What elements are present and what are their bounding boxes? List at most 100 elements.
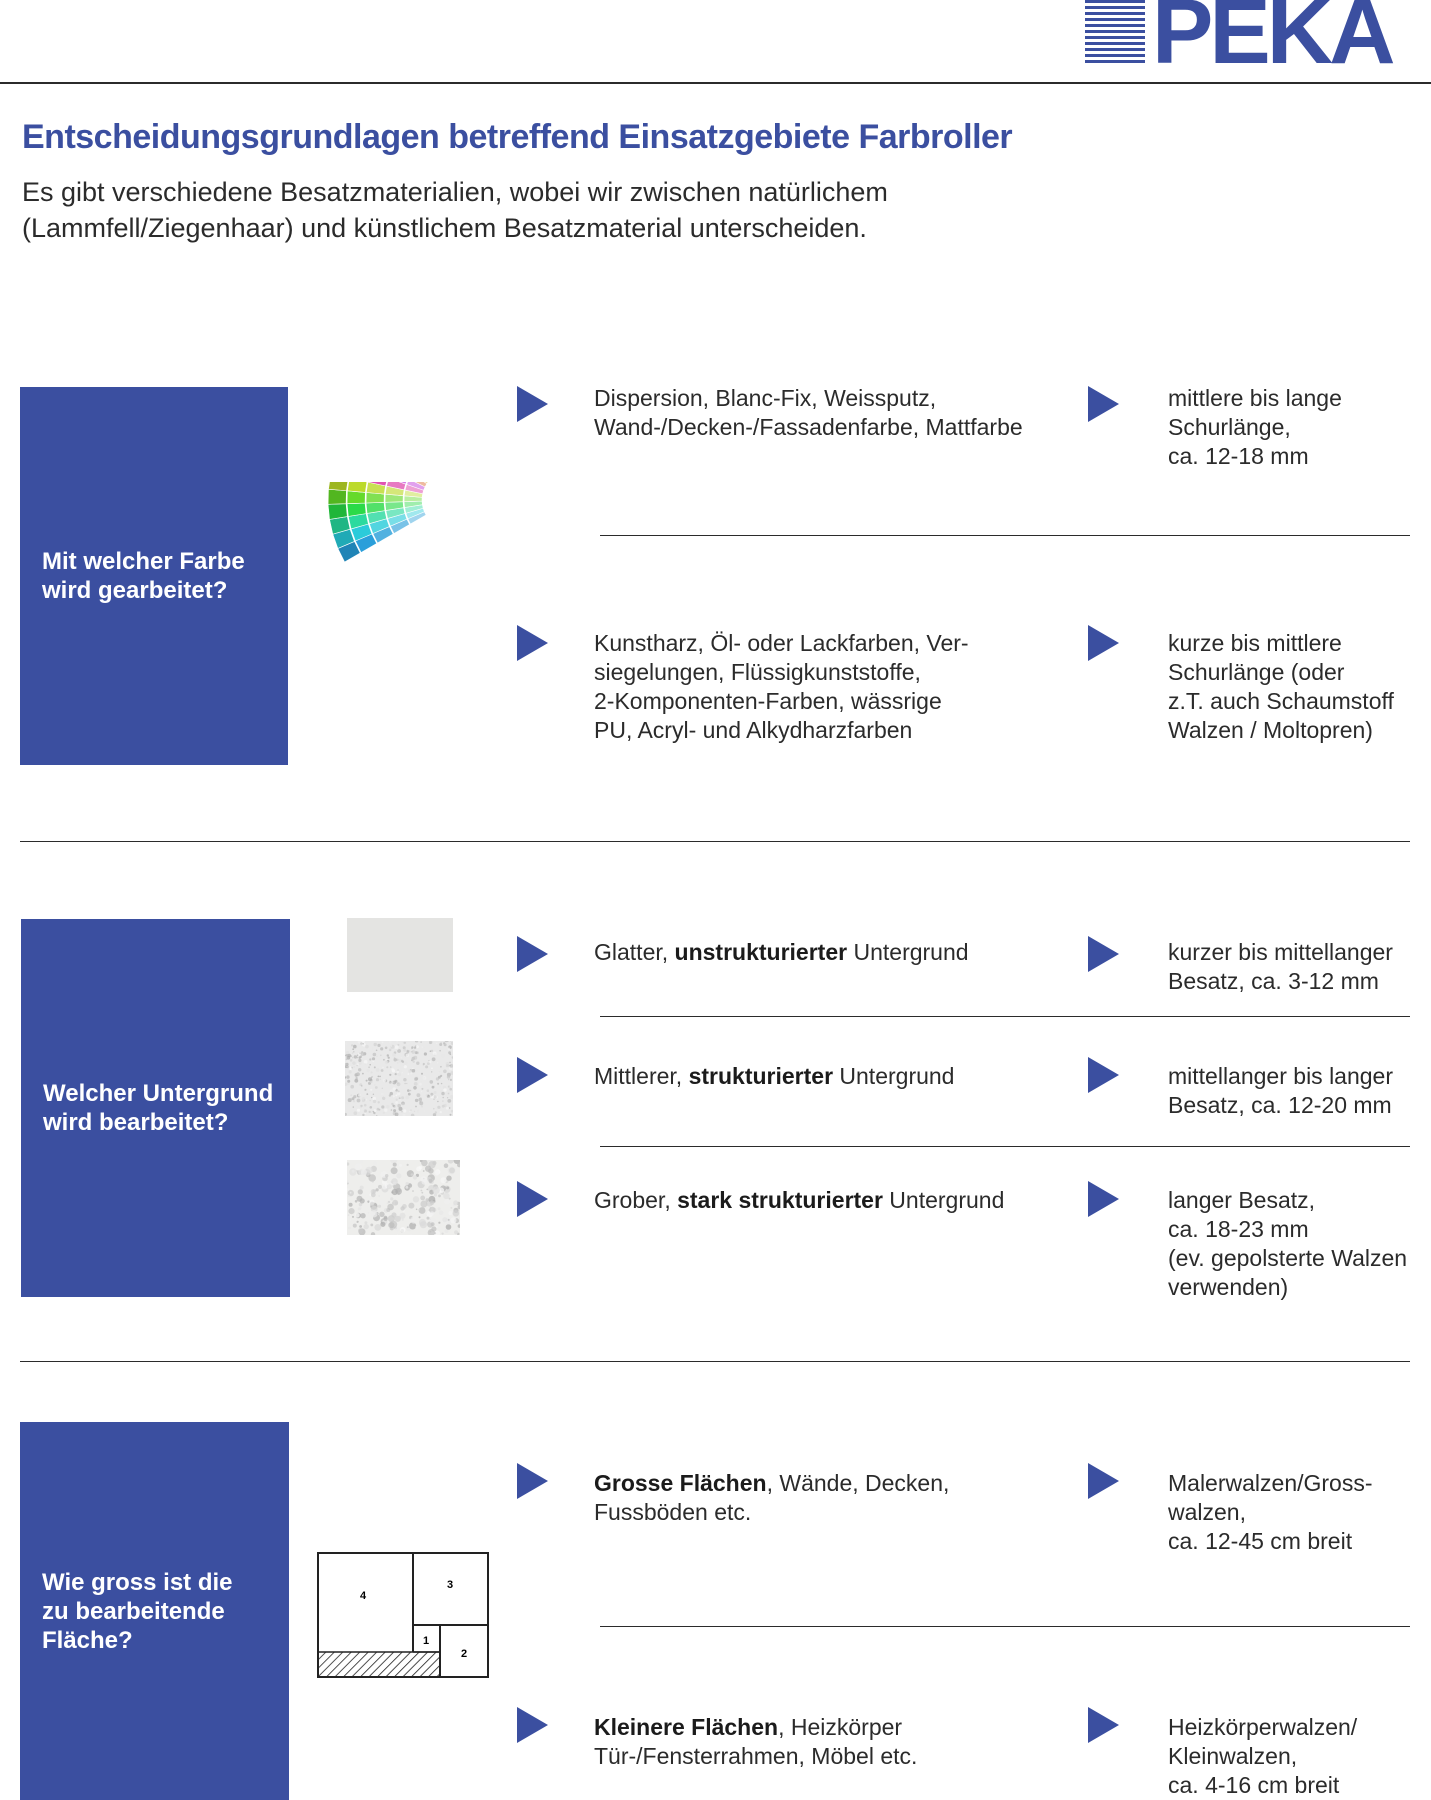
desc-line: Tür-/Fensterrahmen, Möbel etc. [594, 1743, 918, 1769]
arrow-icon [1088, 1463, 1119, 1499]
result-line: ca. 4-16 cm breit [1168, 1772, 1340, 1798]
row-divider [600, 535, 1410, 536]
desc-bold: unstrukturierter [674, 939, 848, 965]
flaeche-row2-result: Heizkörperwalzen/ Kleinwalzen, ca. 4-16 … [1168, 1713, 1357, 1800]
result-line: verwenden) [1168, 1274, 1289, 1300]
desc-text: Glatter, [594, 939, 675, 965]
smooth-surface-sample [347, 918, 453, 992]
row-divider [600, 1016, 1410, 1017]
arrow-icon [517, 1707, 548, 1743]
desc-line: Dispersion, Blanc-Fix, Weissputz, [594, 385, 937, 411]
farbe-row1-desc: Dispersion, Blanc-Fix, Weissputz, Wand-/… [594, 384, 1023, 442]
diagram-label: 4 [360, 1590, 367, 1602]
result-line: Heizkörperwalzen/ [1168, 1714, 1358, 1740]
question-line: Mit welcher Farbe [42, 548, 245, 575]
result-line: ca. 12-45 cm breit [1168, 1528, 1353, 1554]
arrow-icon [517, 625, 548, 661]
area-size-diagram: 4 3 1 2 [317, 1552, 489, 1678]
arrow-icon [1088, 936, 1119, 972]
result-line: kurzer bis mittellanger [1168, 939, 1393, 965]
result-line: Malerwalzen/Gross- [1168, 1470, 1373, 1496]
color-fan-image [327, 482, 429, 563]
coarse-texture-sample [347, 1160, 460, 1235]
result-line: mittellanger bis langer [1168, 1063, 1394, 1089]
result-line: ca. 12-18 mm [1168, 443, 1309, 469]
result-line: Schurlänge (oder [1168, 659, 1345, 685]
untergrund-row1-desc: Glatter, unstrukturierter Untergrund [594, 938, 969, 967]
header-rule [0, 82, 1431, 84]
section-divider [20, 1361, 1410, 1362]
flaeche-row2-desc: Kleinere Flächen, Heizkörper Tür-/Fenste… [594, 1713, 917, 1771]
farbe-row1-result: mittlere bis lange Schurlänge, ca. 12-18… [1168, 384, 1342, 471]
question-line: Fläche? [42, 1626, 133, 1654]
question-line: wird gearbeitet? [42, 577, 228, 604]
diagram-label: 1 [423, 1635, 429, 1647]
result-line: ca. 18-23 mm [1168, 1216, 1309, 1242]
result-line: mittlere bis lange [1168, 385, 1342, 411]
result-line: (ev. gepolsterte Walzen [1168, 1245, 1408, 1271]
untergrund-row2-result: mittellanger bis langer Besatz, ca. 12-2… [1168, 1062, 1393, 1120]
desc-text: Untergrund [882, 1187, 1005, 1213]
untergrund-row3-result: langer Besatz, ca. 18-23 mm (ev. gepolst… [1168, 1186, 1407, 1302]
arrow-icon [517, 1181, 548, 1217]
arrow-icon [517, 1057, 548, 1093]
question-line: wird bearbeitet? [43, 1109, 229, 1136]
desc-text: Mittlerer, [594, 1063, 689, 1089]
desc-text: , Heizkörper [778, 1714, 903, 1740]
desc-line: Fussböden etc. [594, 1499, 752, 1525]
diagram-label: 2 [461, 1648, 467, 1660]
result-line: z.T. auch Schaumstoff [1168, 688, 1394, 714]
intro-line: Es gibt verschiedene Besatzmaterialien, … [22, 177, 888, 207]
arrow-icon [1088, 625, 1119, 661]
intro-line: (Lammfell/Ziegenhaar) und künstlichem Be… [22, 213, 867, 243]
question-box-untergrund: Welcher Untergrund wird bearbeitet? [21, 919, 290, 1297]
result-line: Besatz, ca. 12-20 mm [1168, 1092, 1392, 1118]
result-line: Walzen / Moltopren) [1168, 717, 1373, 743]
untergrund-row1-result: kurzer bis mittellanger Besatz, ca. 3-12… [1168, 938, 1393, 996]
result-line: walzen, [1168, 1499, 1246, 1525]
untergrund-row3-desc: Grober, stark strukturierter Untergrund [594, 1186, 1004, 1215]
untergrund-row2-desc: Mittlerer, strukturierter Untergrund [594, 1062, 954, 1091]
arrow-icon [1088, 1057, 1119, 1093]
question-box-farbe: Mit welcher Farbe wird gearbeitet? [20, 387, 288, 765]
farbe-row2-desc: Kunstharz, Öl- oder Lackfarben, Ver- sie… [594, 629, 969, 745]
desc-line: Kunstharz, Öl- oder Lackfarben, Ver- [594, 630, 969, 656]
question-line: zu bearbeitende [42, 1597, 225, 1625]
result-line: langer Besatz, [1168, 1187, 1316, 1213]
result-line: Besatz, ca. 3-12 mm [1168, 968, 1379, 994]
medium-texture-sample [345, 1041, 453, 1116]
farbe-row2-result: kurze bis mittlere Schurlänge (oder z.T.… [1168, 629, 1394, 745]
arrow-icon [1088, 1181, 1119, 1217]
desc-line: 2-Komponenten-Farben, wässrige [594, 688, 942, 714]
page-title: Entscheidungsgrundlagen betreffend Einsa… [22, 118, 1013, 156]
question-line: Wie gross ist die [42, 1568, 233, 1596]
row-divider [600, 1626, 1410, 1627]
logo-stripes [1085, 0, 1145, 70]
desc-text: Untergrund [833, 1063, 955, 1089]
intro-paragraph: Es gibt verschiedene Besatzmaterialien, … [22, 174, 1022, 246]
desc-text: , Wände, Decken, [766, 1470, 950, 1496]
result-line: Kleinwalzen, [1168, 1743, 1298, 1769]
flaeche-row1-desc: Grosse Flächen, Wände, Decken, Fussböden… [594, 1469, 949, 1527]
desc-bold: stark strukturierter [677, 1187, 883, 1213]
arrow-icon [517, 386, 548, 422]
desc-text: Untergrund [847, 939, 969, 965]
desc-line: siegelungen, Flüssigkunststoffe, [594, 659, 921, 685]
arrow-icon [517, 1463, 548, 1499]
arrow-icon [1088, 386, 1119, 422]
desc-text: Grober, [594, 1187, 678, 1213]
peka-logo: PEKA [1152, 0, 1396, 83]
question-box-flaeche: Wie gross ist die zu bearbeitende Fläche… [20, 1422, 289, 1800]
arrow-icon [1088, 1707, 1119, 1743]
result-line: kurze bis mittlere [1168, 630, 1342, 656]
desc-bold: strukturierter [688, 1063, 834, 1089]
desc-line: PU, Acryl- und Alkydharzfarben [594, 717, 913, 743]
result-line: Schurlänge, [1168, 414, 1291, 440]
section-divider [20, 841, 1410, 842]
desc-line: Wand-/Decken-/Fassadenfarbe, Mattfarbe [594, 414, 1023, 440]
arrow-icon [517, 936, 548, 972]
desc-bold: Grosse Flächen [594, 1470, 767, 1496]
flaeche-row1-result: Malerwalzen/Gross- walzen, ca. 12-45 cm … [1168, 1469, 1373, 1556]
diagram-label: 3 [447, 1579, 453, 1591]
row-divider [600, 1146, 1410, 1147]
